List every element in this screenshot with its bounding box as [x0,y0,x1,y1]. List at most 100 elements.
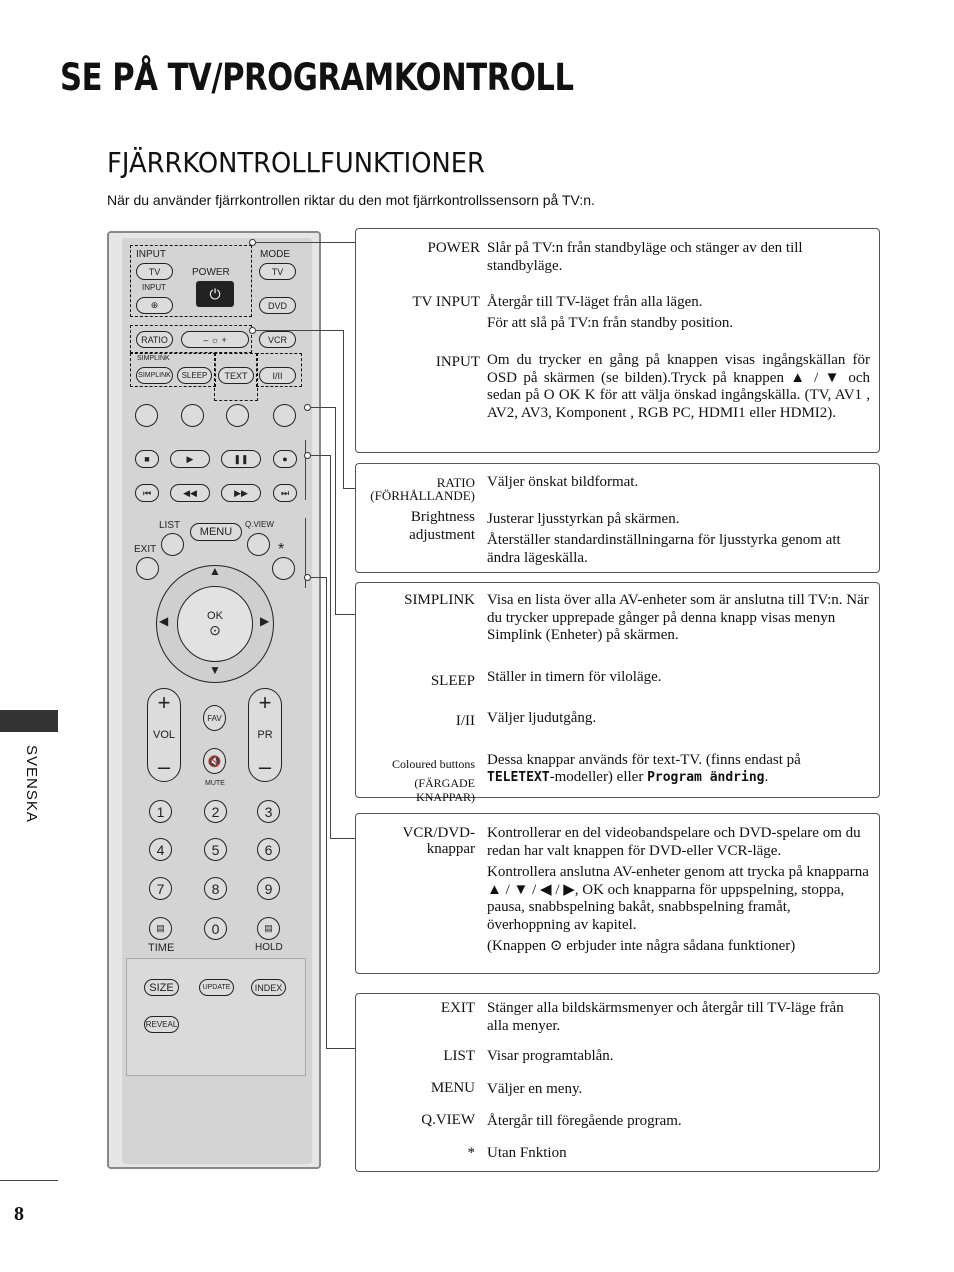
coloured-buttons-desc-1: Dessa knappar används för text-TV. (finn… [487,752,801,768]
update-button[interactable]: UPDATE [199,979,234,996]
fav-button[interactable]: FAV [203,705,226,731]
dashed-group-text [214,353,258,401]
blue-button[interactable] [273,404,296,427]
digit-8-button[interactable]: 8 [204,877,227,900]
callout-line [335,407,336,614]
volume-rocker[interactable]: + VOL – [147,688,181,782]
green-button[interactable] [181,404,204,427]
vcr-desc-2: Kontrollera anslutna AV-enheter genom at… [487,864,869,933]
digit-1-button[interactable]: 1 [149,800,172,823]
fast-forward-button[interactable]: ▶▶ [221,484,261,502]
mode-tv-button[interactable]: TV [259,263,296,280]
reveal-button[interactable]: REVEAL [144,1016,179,1033]
dvd-button[interactable]: DVD [259,297,296,314]
exit-menu-box [355,993,880,1172]
mute-icon: 🔇 [207,755,222,768]
record-icon: ● [282,454,288,464]
star-button[interactable] [272,557,295,580]
qview-desc: Återgår till föregående program. [487,1113,682,1129]
exit-label: EXIT [134,544,157,555]
callout-line [326,1048,355,1049]
digit-3-button[interactable]: 3 [257,800,280,823]
brightness-term-sub: adjustment [409,527,475,543]
record-button[interactable]: ● [273,450,297,468]
coloured-buttons-desc-mid: -modeller) eller [549,769,644,785]
size-button[interactable]: SIZE [144,979,179,996]
skip-forward-button[interactable]: ⏭ [273,484,297,502]
stop-button[interactable]: ■ [135,450,159,468]
time-label: TIME [148,942,175,954]
exit-button[interactable] [136,557,159,580]
rewind-icon: ◀◀ [183,487,197,498]
menu-button[interactable]: MENU [190,523,242,541]
record-dot-icon: ⊙ [549,938,563,954]
vcr-button[interactable]: VCR [259,331,296,348]
list-desc: Visar programtablån. [487,1048,614,1064]
vcr-dvd-box [355,813,880,974]
pause-button[interactable]: ❚❚ [221,450,261,468]
text-button[interactable]: TEXT [218,367,254,384]
menu-term: MENU [430,1080,475,1096]
coloured-buttons-desc-end: . [764,769,769,785]
index-button[interactable]: INDEX [251,979,286,996]
power-button[interactable]: ⏻ [196,281,234,307]
list-button[interactable] [161,533,184,556]
hold-button[interactable]: ▤ [257,917,280,940]
simplink-box [355,582,880,798]
star-desc: Utan Fnktion [487,1145,567,1161]
mute-button[interactable]: 🔇 [203,748,226,774]
program-up-icon: + [258,690,272,715]
program-down-icon: – [258,754,272,779]
brightness-button[interactable]: – ☼ + [181,331,249,348]
input-button[interactable]: ⊕ [136,297,173,314]
right-arrow-icon[interactable]: ▶ [260,614,270,628]
intro-text: När du använder fjärrkontrollen riktar d… [107,192,595,208]
input-term: INPUT [435,354,480,370]
red-button[interactable] [135,404,158,427]
up-arrow-icon[interactable]: ▲ [209,564,221,578]
sleep-button[interactable]: SLEEP [177,367,212,384]
time-button[interactable]: ▤ [149,917,172,940]
digit-2-button[interactable]: 2 [204,800,227,823]
digit-7-button[interactable]: 7 [149,877,172,900]
teletext-term: TELETEXT [487,770,550,785]
brightness-term: Brightness [410,509,475,525]
input-icon: ⊕ [150,300,159,310]
skip-forward-icon: ⏭ [280,487,290,498]
vcr-term: VCR/DVD- [402,825,475,841]
power-input-box [355,228,880,453]
volume-up-icon: + [157,690,171,715]
exit-desc: Stänger alla bildskärmsmenyer och återgå… [487,1000,844,1034]
ratio-term: RATIO [436,475,475,490]
down-arrow-icon[interactable]: ▼ [209,663,221,677]
power-icon: ⏻ [209,285,221,302]
teletext-hold-icon: ▤ [264,923,273,933]
yellow-button[interactable] [226,404,249,427]
i-ii-button[interactable]: I/II [259,367,296,384]
digit-5-button[interactable]: 5 [204,838,227,861]
vcr-desc-3a: (Knappen [487,938,547,954]
sleep-term: SLEEP [430,673,475,689]
digit-6-button[interactable]: 6 [257,838,280,861]
tv-input-button[interactable]: TV [136,263,173,280]
digit-4-button[interactable]: 4 [149,838,172,861]
mode-label: MODE [260,249,290,260]
callout-line [310,577,326,578]
section-title: FJÄRRKONTROLLFUNKTIONER [107,146,485,179]
qview-button[interactable] [247,533,270,556]
skip-back-button[interactable]: ⏮ [135,484,159,502]
power-term: POWER [427,240,481,256]
simplink-button[interactable]: SIMPLINK [136,367,173,384]
tv-input-desc-2: För att slå på TV:n från standby positio… [487,315,734,331]
program-rocker[interactable]: + PR – [248,688,282,782]
digit-0-button[interactable]: 0 [204,917,227,940]
ratio-button[interactable]: RATIO [136,331,173,348]
play-button[interactable]: ▶ [170,450,210,468]
digit-9-button[interactable]: 9 [257,877,280,900]
left-arrow-icon[interactable]: ◀ [159,614,169,628]
rewind-button[interactable]: ◀◀ [170,484,210,502]
input-desc: Om du trycker en gång på knappen visas i… [487,352,870,421]
ok-button[interactable]: OK⊙ [177,586,253,662]
i-ii-desc: Väljer ljudutgång. [487,710,597,726]
brightness-desc-2: Återställer standardinställningarna för … [487,532,841,566]
